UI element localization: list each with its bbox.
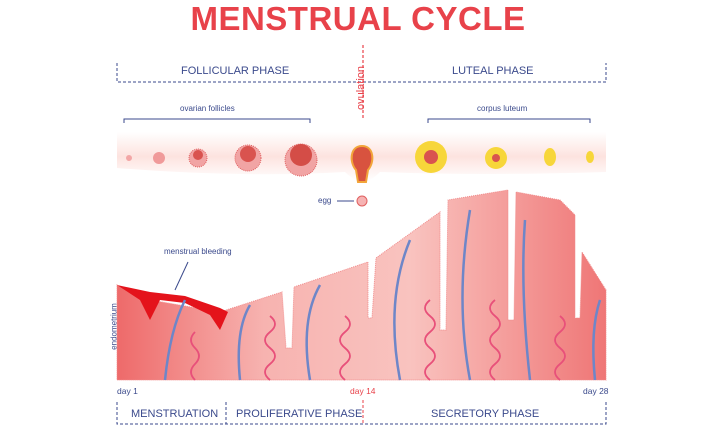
- menstrual-blood: [117, 285, 228, 330]
- menstrual-bleeding-label: menstrual bleeding: [164, 247, 232, 256]
- follicles: [126, 141, 594, 183]
- secretory-phase-label: SECRETORY PHASE: [431, 408, 540, 420]
- ovulating-follicle: [350, 144, 374, 183]
- ovulation-label: ovulation: [355, 65, 367, 111]
- day-28-label: day 28: [583, 386, 609, 396]
- bottom-phase-bracket: [116, 402, 607, 425]
- endometrium-label: endometrium: [109, 303, 119, 350]
- top-phase-bracket: [116, 63, 607, 83]
- corpus-luteum-3: [544, 148, 556, 166]
- corpus-luteum-label: corpus luteum: [477, 104, 528, 113]
- endometrium-tissue: [116, 189, 607, 381]
- ovarian-follicles-label: ovarian follicles: [180, 104, 235, 113]
- follicles-bracket: [123, 118, 311, 123]
- proliferative-phase-label: PROLIFERATIVE PHASE: [236, 408, 363, 420]
- egg-label: egg: [318, 196, 332, 205]
- day-14-label: day 14: [350, 386, 376, 396]
- menstruation-label: MENSTRUATION: [131, 408, 219, 420]
- spiral-arteries: [190, 299, 566, 381]
- egg-icon: [356, 195, 368, 207]
- follicle-2: [153, 152, 165, 164]
- follicular-phase-label: FOLLICULAR PHASE: [181, 65, 290, 77]
- follicle-1: [126, 155, 132, 161]
- corpus-luteum-bracket: [427, 118, 591, 123]
- page-title: MENSTRUAL CYCLE: [190, 0, 526, 37]
- luteal-phase-label: LUTEAL PHASE: [452, 65, 534, 77]
- day-1-label: day 1: [117, 386, 138, 396]
- vessels: [163, 209, 602, 381]
